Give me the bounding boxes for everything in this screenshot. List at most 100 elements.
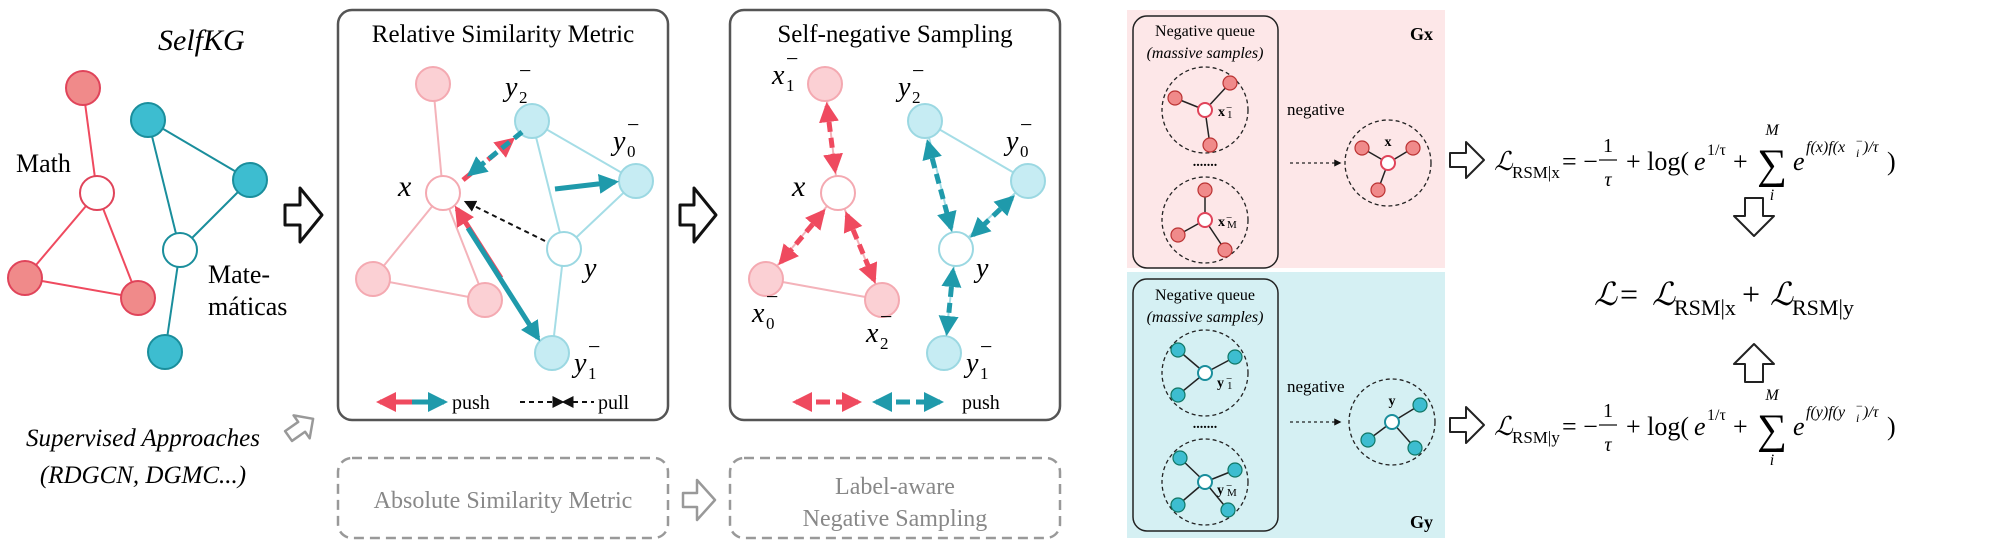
- svg-text:−: −: [1856, 134, 1863, 148]
- svg-text:.......: .......: [1193, 417, 1218, 432]
- gy-queue-title-1: Negative queue: [1155, 287, 1255, 304]
- svg-text:−: −: [786, 46, 798, 71]
- svg-text:y: y: [963, 348, 979, 379]
- supervised-line-2: (RDGCN, DGMC...): [40, 462, 246, 489]
- gx-x-node-label: x: [1385, 135, 1392, 150]
- gx-queue-title-1: Negative queue: [1155, 23, 1255, 40]
- grey-right-arrow-icon: [681, 478, 717, 522]
- svg-text:= −: = −: [1562, 412, 1598, 441]
- gx-negative-label: negative: [1287, 100, 1345, 119]
- arrow-to-eq-y-icon: [1449, 406, 1485, 444]
- svg-text:y: y: [1217, 483, 1224, 498]
- svg-text:1: 1: [1603, 400, 1613, 422]
- queue-gx-panel: Negative queue (massive samples) Gx x − …: [1127, 10, 1445, 269]
- selfkg-title: SelfKG: [158, 24, 245, 57]
- svg-text:−: −: [1226, 212, 1232, 224]
- svg-text:1: 1: [588, 364, 597, 383]
- sns-x2-neg-label: x 2 −: [865, 304, 892, 353]
- svg-text:ℒ: ℒ: [1494, 412, 1514, 441]
- svg-text:+: +: [1733, 412, 1748, 441]
- svg-text:RSM|x: RSM|x: [1674, 295, 1736, 320]
- svg-text:0: 0: [627, 142, 636, 161]
- svg-text:= −: = −: [1562, 147, 1598, 176]
- svg-text:2: 2: [912, 88, 921, 107]
- rsm-y-label: y: [581, 253, 597, 284]
- svg-text:ℒ: ℒ: [1594, 276, 1618, 312]
- svg-text:): ): [1887, 147, 1896, 176]
- svg-text:1: 1: [786, 76, 795, 95]
- sns-y0-neg-label: y 0 −: [1003, 112, 1032, 161]
- arrow-up-to-loss-icon: [1733, 343, 1775, 383]
- svg-text:y: y: [502, 72, 518, 103]
- svg-text:=: =: [1620, 276, 1638, 312]
- gx-label: Gx: [1410, 24, 1433, 44]
- sns-x-label: x: [791, 170, 806, 203]
- svg-text:∑: ∑: [1757, 407, 1787, 453]
- svg-text:x: x: [865, 318, 879, 349]
- svg-text:RSM|x: RSM|x: [1512, 163, 1560, 182]
- svg-text:∑: ∑: [1757, 142, 1787, 188]
- queue-gy-panel: Negative queue (massive samples) Gy y − …: [1127, 272, 1445, 538]
- svg-text:ℒ: ℒ: [1494, 147, 1514, 176]
- svg-text:1/τ: 1/τ: [1707, 142, 1726, 159]
- svg-text:−: −: [1226, 102, 1232, 114]
- svg-text:+ log(: + log(: [1626, 412, 1689, 441]
- svg-text:e: e: [1694, 412, 1706, 441]
- rsm-pull-legend: pull: [598, 392, 630, 414]
- rsm-title: Relative Similarity Metric: [372, 21, 634, 48]
- sns-y-label: y: [973, 253, 989, 284]
- rsm-push-legend: push: [452, 392, 490, 414]
- sns-x0-neg-label: x 0 −: [751, 284, 778, 333]
- svg-text:y: y: [610, 126, 626, 157]
- label-aware-box: Label-aware Negative Sampling: [728, 456, 1062, 540]
- math-label: Math: [16, 149, 71, 178]
- svg-text:M: M: [1764, 387, 1780, 404]
- svg-text:)/τ: )/τ: [1862, 139, 1880, 156]
- absolute-metric-box: Absolute Similarity Metric: [336, 456, 670, 540]
- svg-text:i: i: [1856, 411, 1859, 425]
- svg-text:−: −: [1226, 373, 1232, 385]
- svg-text:f(y)f(y: f(y)f(y: [1806, 404, 1846, 421]
- svg-text:1: 1: [980, 364, 989, 383]
- svg-text:y: y: [571, 348, 587, 379]
- loss-y-equation: ℒ RSM|y = − 1 τ + log( e 1/τ + ∑ M i e f…: [1494, 387, 1896, 469]
- svg-text:τ: τ: [1604, 169, 1612, 191]
- svg-text:): ): [1887, 412, 1896, 441]
- gy-label: Gy: [1410, 512, 1433, 532]
- svg-text:−: −: [588, 334, 600, 359]
- rsm-y2-neg-label: y 2 −: [502, 58, 531, 107]
- svg-text:−: −: [980, 334, 992, 359]
- arrow-to-eq-x-icon: [1449, 141, 1485, 179]
- selfkg-graph: SelfKG Math Mate- máticas: [7, 24, 287, 370]
- svg-text:e: e: [1694, 147, 1706, 176]
- svg-text:−: −: [627, 112, 639, 137]
- sns-y2-neg-label: y 2 −: [895, 58, 924, 107]
- svg-text:−: −: [912, 58, 924, 83]
- svg-text:−: −: [766, 284, 778, 309]
- matematicas-label-2: máticas: [208, 292, 287, 321]
- arrow-to-rsm-icon: [283, 186, 324, 244]
- svg-text:e: e: [1793, 147, 1805, 176]
- rsm-y0-neg-label: y 0 −: [610, 112, 639, 161]
- svg-text:2: 2: [880, 334, 889, 353]
- arrow-to-sns-icon: [678, 186, 718, 244]
- svg-text:1: 1: [1227, 380, 1233, 392]
- sns-panel: Self-negative Sampling x y x 1 −: [728, 8, 1062, 422]
- svg-text:)/τ: )/τ: [1862, 404, 1880, 421]
- gy-y-node-label: y: [1389, 394, 1396, 409]
- svg-text:−: −: [1856, 399, 1863, 413]
- gx-queue-title-2: (massive samples): [1147, 45, 1264, 62]
- svg-text:+: +: [1742, 276, 1760, 312]
- loss-x-equation: ℒ RSM|x = − 1 τ + log( e 1/τ + ∑ M i e f…: [1494, 122, 1896, 204]
- label-aware-line-2: Negative Sampling: [803, 506, 988, 532]
- svg-text:x: x: [751, 298, 765, 329]
- label-aware-line-1: Label-aware: [835, 474, 955, 500]
- svg-text:y: y: [895, 72, 911, 103]
- svg-text:1: 1: [1603, 135, 1613, 157]
- svg-text:y: y: [1217, 376, 1224, 391]
- rsm-y1-neg-label: y 1 −: [571, 334, 600, 383]
- grey-up-arrow-icon: [283, 414, 315, 443]
- svg-text:i: i: [1770, 187, 1774, 204]
- svg-text:1: 1: [1227, 109, 1233, 121]
